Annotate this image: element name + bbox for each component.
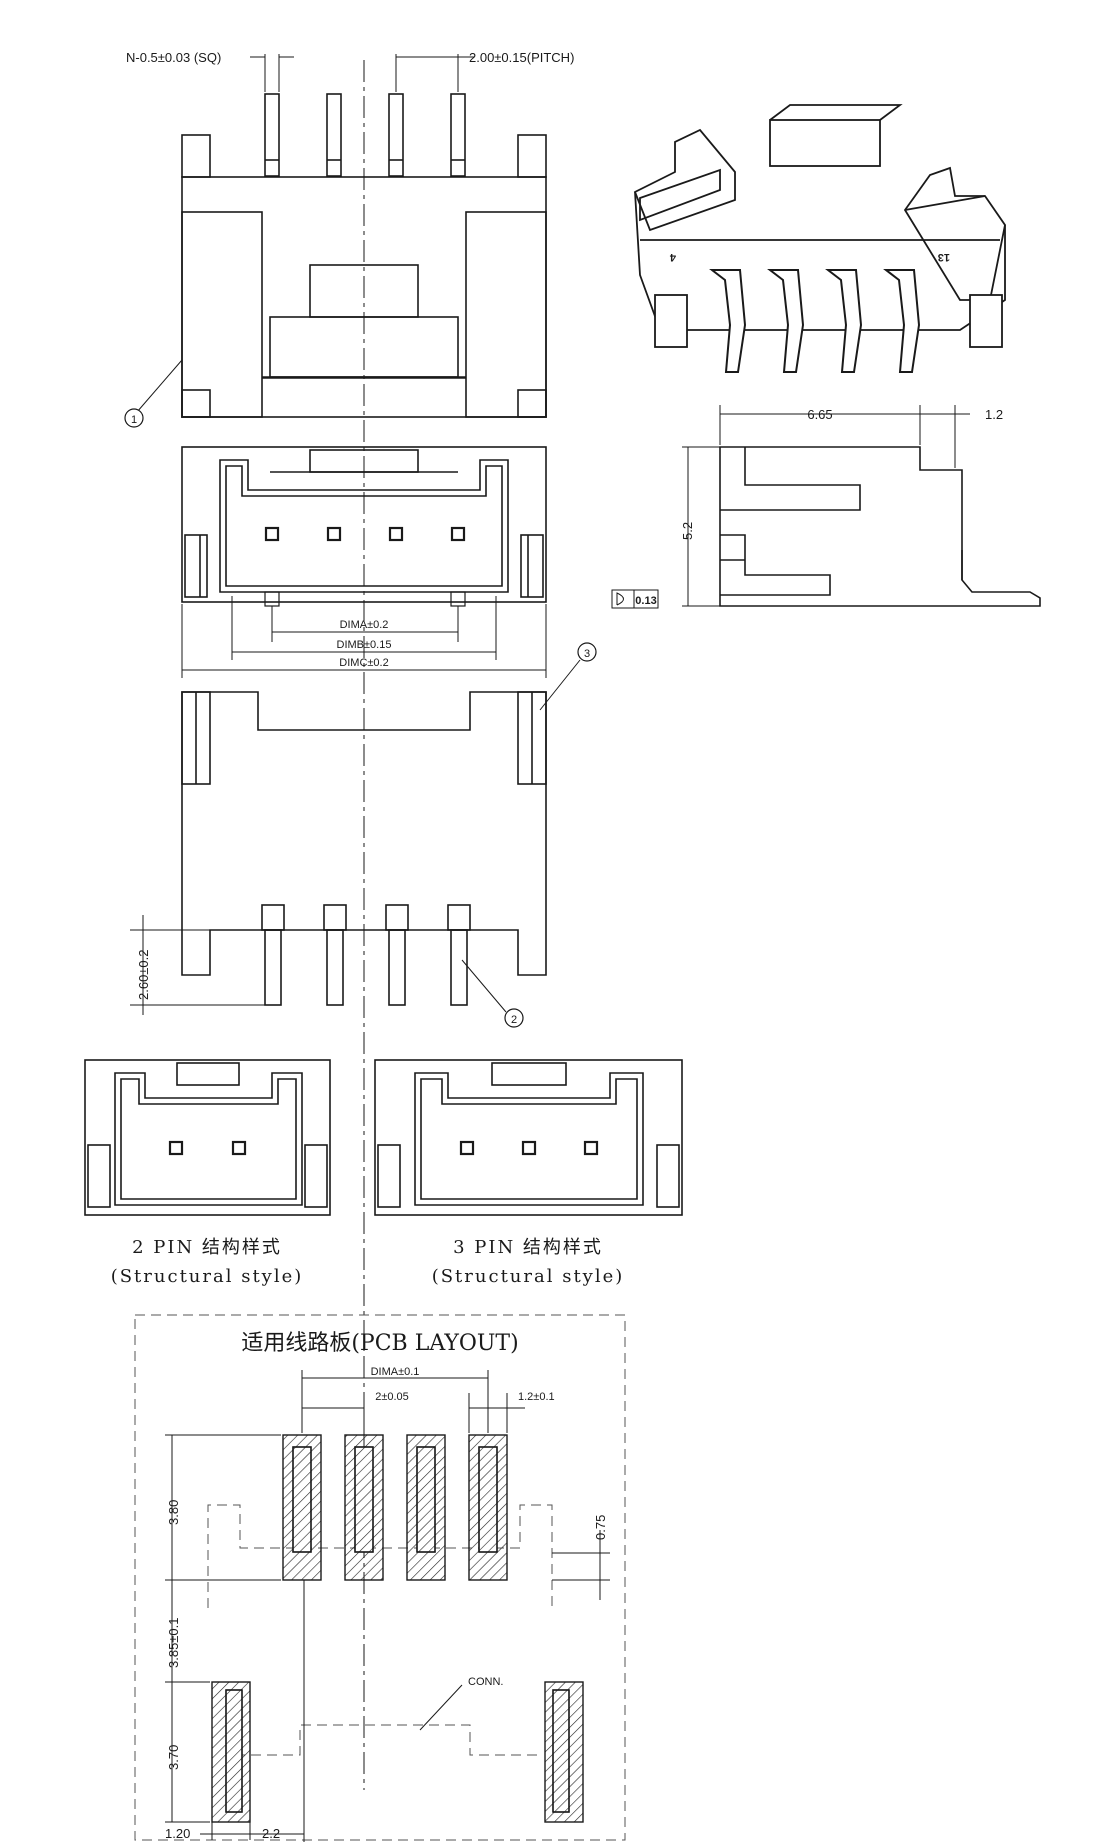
pcb-pad-length: 3.80 xyxy=(166,1500,181,1525)
svg-text:2: 2 xyxy=(511,1014,517,1026)
top-view-pins xyxy=(264,93,466,177)
side-view xyxy=(719,446,1041,607)
pcb-mount-length: 3.70 xyxy=(166,1745,181,1770)
side-width-label: 6.65 xyxy=(807,407,832,422)
callout-1: 1 xyxy=(124,359,183,428)
top-view xyxy=(181,93,547,418)
pcb-gap: 3.85±0.1 xyxy=(166,1617,181,1668)
pcb-signal-pads xyxy=(282,1434,508,1581)
pcb-offset: 0.75 xyxy=(593,1515,608,1540)
bottom-view xyxy=(181,691,547,1006)
flatness-tolerance: 0.13 xyxy=(611,589,659,609)
variant-3pin-title: 3 PIN 结构样式 xyxy=(453,1237,603,1258)
callout-3: 3 xyxy=(539,642,597,711)
pcb-pad-width: 1.2±0.1 xyxy=(518,1391,555,1403)
variant-2pin-title: 2 PIN 结构样式 xyxy=(132,1237,282,1258)
variant-3pin-subtitle: (Structural style) xyxy=(432,1266,625,1287)
bottom-view-body xyxy=(181,691,547,976)
pin-size-label: N-0.5±0.03 (SQ) xyxy=(126,50,221,65)
bottom-dimensions xyxy=(130,915,265,1015)
iso-marker-right: 13 xyxy=(938,251,950,263)
svg-text:0.13: 0.13 xyxy=(635,595,656,607)
variant-3pin-drawing xyxy=(374,1059,683,1216)
pcb-title: 适用线路板(PCB LAYOUT) xyxy=(241,1331,518,1356)
front-dimensions xyxy=(181,596,547,678)
iso-view xyxy=(633,104,1006,373)
top-dimensions xyxy=(250,54,474,92)
side-tail-label: 1.2 xyxy=(985,407,1003,422)
iso-pins xyxy=(709,269,921,373)
variant-2pin-drawing xyxy=(84,1059,331,1216)
side-height-label: 5.2 xyxy=(680,522,695,540)
pcb-dim-a: DIMA±0.1 xyxy=(371,1366,420,1378)
side-dimensions xyxy=(682,405,970,607)
pcb-mount-width: 1.20 xyxy=(165,1826,190,1841)
front-view-body xyxy=(181,446,547,603)
pcb-mount-offset: 2.2 xyxy=(262,1826,280,1841)
front-view-contacts xyxy=(264,526,466,542)
pcb-layout: 适用线路板(PCB LAYOUT) xyxy=(134,1314,626,1842)
pcb-conn-label: CONN. xyxy=(468,1676,503,1688)
pcb-frame xyxy=(134,1314,626,1841)
front-dim-b: DIMB±0.15 xyxy=(337,639,392,651)
pcb-dimensions xyxy=(165,1370,610,1842)
bottom-view-pins xyxy=(261,904,471,1006)
callout-2: 2 xyxy=(461,959,524,1028)
side-view-body xyxy=(719,446,1041,607)
pitch-label: 2.00±0.15(PITCH) xyxy=(469,50,574,65)
svg-text:1: 1 xyxy=(131,414,137,426)
bottom-height-label: 2.60±0.2 xyxy=(136,949,151,1000)
pcb-mount-pads xyxy=(211,1681,584,1823)
variant-2pin-subtitle: (Structural style) xyxy=(111,1266,304,1287)
iso-marker-left: 4 xyxy=(669,251,676,263)
front-dim-c: DIMC±0.2 xyxy=(339,657,388,669)
svg-text:3: 3 xyxy=(584,648,590,660)
pcb-pitch: 2±0.05 xyxy=(375,1391,409,1403)
front-dim-a: DIMA±0.2 xyxy=(340,619,389,631)
